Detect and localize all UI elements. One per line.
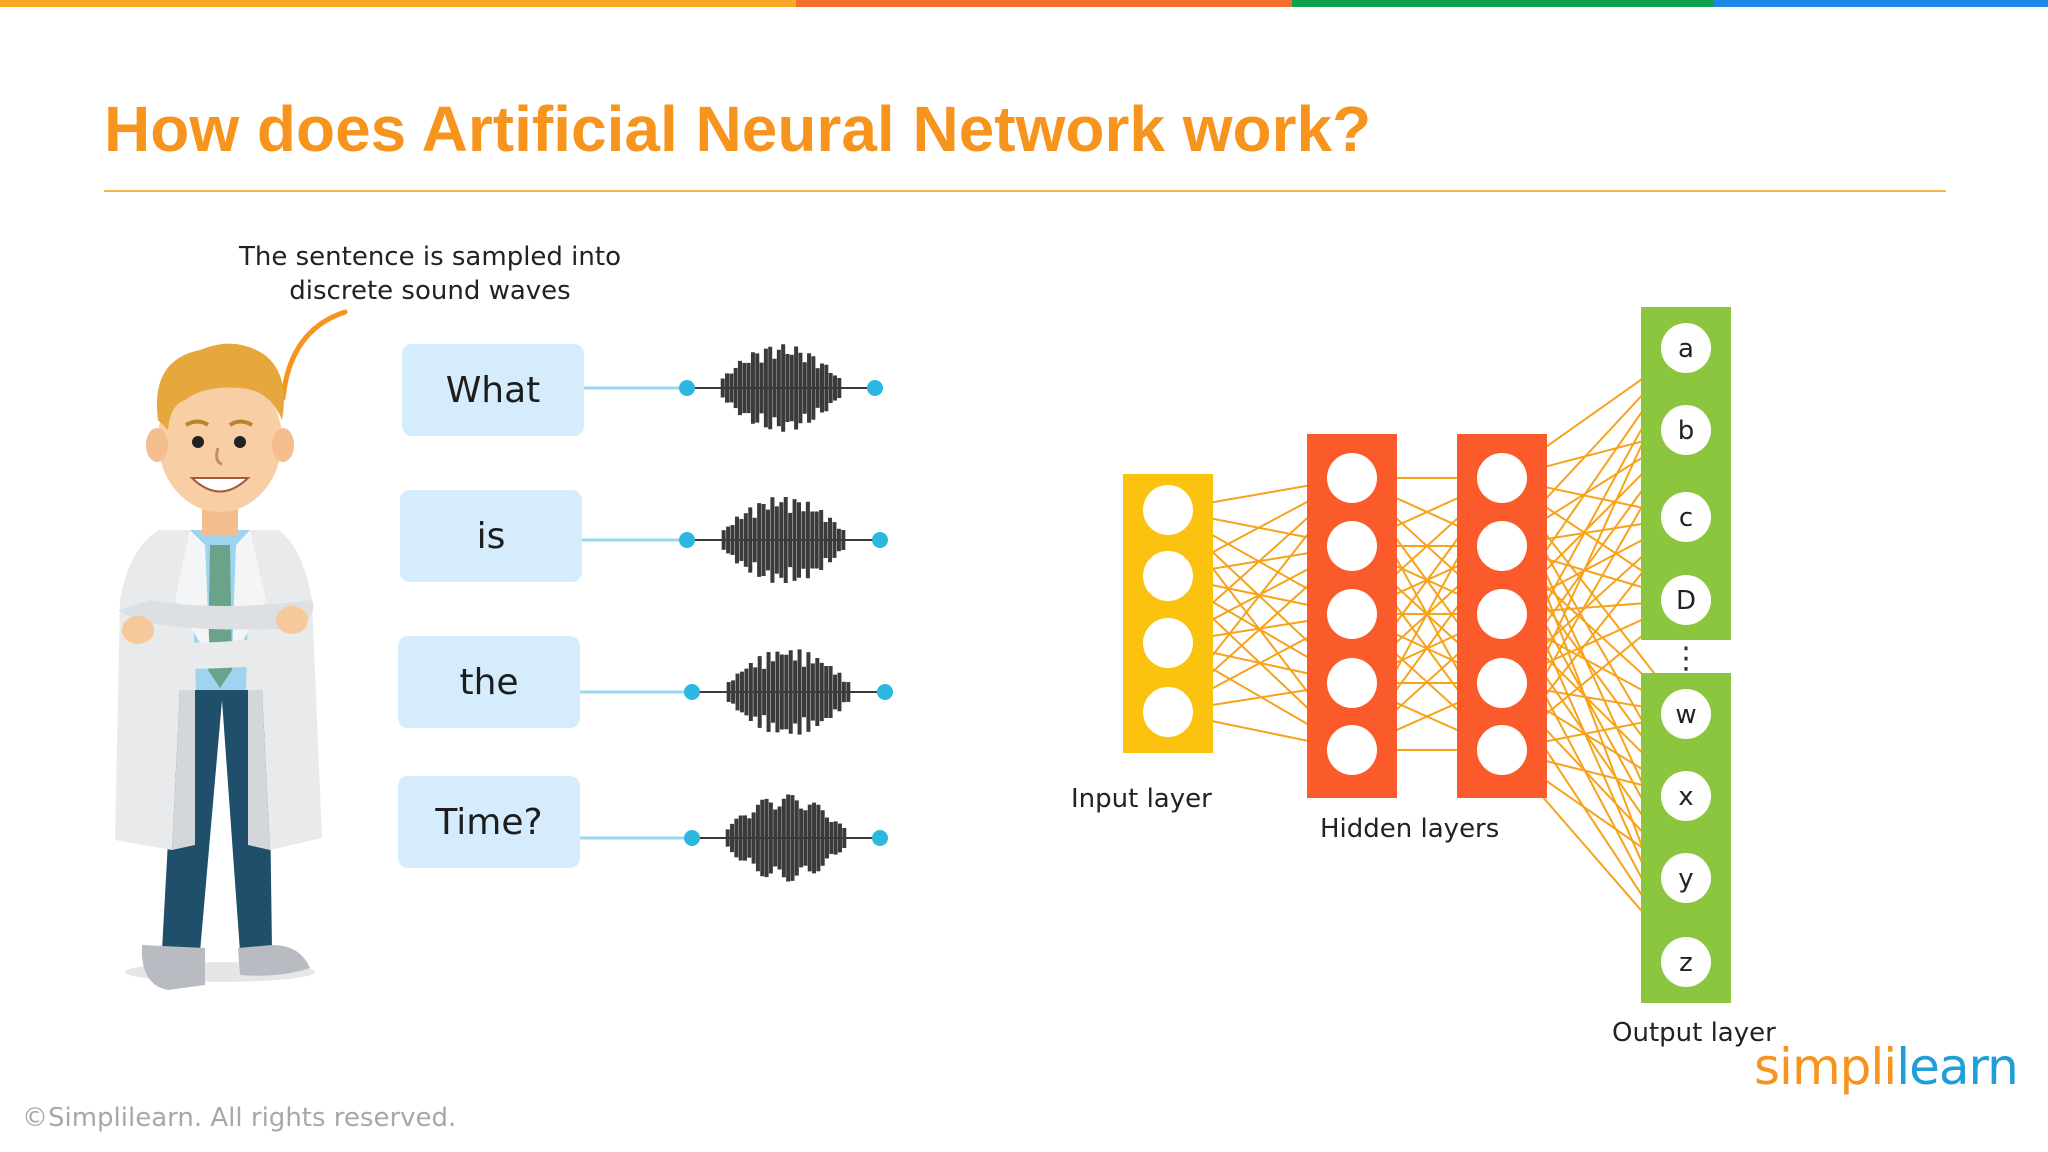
waveform-end-dot xyxy=(867,380,883,396)
output-node-label: x xyxy=(1678,782,1693,812)
logo-part-i: i xyxy=(1883,1038,1897,1096)
word-box-time: Time? xyxy=(398,776,580,868)
hidden-1-node xyxy=(1327,725,1377,775)
top-bar-segment-green xyxy=(1292,0,1714,7)
copyright-notice: ©Simplilearn. All rights reserved. xyxy=(22,1103,457,1133)
doctor-illustration xyxy=(115,343,322,990)
output-node-label: a xyxy=(1678,334,1694,364)
top-bar-segment-orange xyxy=(0,0,796,7)
top-bar-segment-red xyxy=(796,0,1292,7)
word-box-the: the xyxy=(398,636,580,728)
logo-part-simpl: simpl xyxy=(1754,1038,1884,1096)
waveform-start-dot xyxy=(679,532,695,548)
logo-part-learn: learn xyxy=(1896,1038,2019,1096)
output-node-label: D xyxy=(1676,586,1696,616)
hidden-2-node xyxy=(1477,521,1527,571)
top-color-bar xyxy=(0,0,2048,7)
output-node xyxy=(1661,323,1711,373)
waveform-end-dot xyxy=(872,830,888,846)
title-divider xyxy=(104,190,1946,192)
output-node xyxy=(1661,689,1711,739)
output-node xyxy=(1661,492,1711,542)
simplilearn-logo: simplilearn xyxy=(1754,1038,2019,1096)
hidden-1-node xyxy=(1327,453,1377,503)
word-box-what: What xyxy=(402,344,584,436)
output-node xyxy=(1661,405,1711,455)
slide-title: How does Artificial Neural Network work? xyxy=(104,93,1372,165)
waveform-end-dot xyxy=(872,532,888,548)
output-node-label: z xyxy=(1679,948,1693,978)
hidden-2-node xyxy=(1477,453,1527,503)
output-node xyxy=(1661,853,1711,903)
word-box-is: is xyxy=(400,490,582,582)
output-ellipsis: ⋮ xyxy=(1671,641,1701,676)
hidden-1-node xyxy=(1327,658,1377,708)
output-node xyxy=(1661,937,1711,987)
waveform-end-dot xyxy=(877,684,893,700)
input-node xyxy=(1143,485,1193,535)
output-node-label: c xyxy=(1679,503,1693,533)
speech-caption: The sentence is sampled into discrete so… xyxy=(238,242,621,306)
hidden-1-node xyxy=(1327,589,1377,639)
hidden-1-node xyxy=(1327,521,1377,571)
hidden-layers-label: Hidden layers xyxy=(1320,814,1500,844)
hidden-2-node xyxy=(1477,725,1527,775)
output-node-label: b xyxy=(1678,416,1695,446)
output-node-label: w xyxy=(1675,700,1696,730)
output-node-label: y xyxy=(1678,864,1693,894)
hidden-2-node xyxy=(1477,658,1527,708)
waveform-start-dot xyxy=(684,684,700,700)
output-node xyxy=(1661,771,1711,821)
hidden-2-node xyxy=(1477,589,1527,639)
input-node xyxy=(1143,551,1193,601)
waveform-start-dot xyxy=(679,380,695,396)
input-node xyxy=(1143,618,1193,668)
output-node xyxy=(1661,575,1711,625)
input-layer-label: Input layer xyxy=(1071,784,1212,814)
input-node xyxy=(1143,687,1193,737)
speech-curve xyxy=(280,309,348,401)
top-bar-segment-blue xyxy=(1714,0,2048,7)
waveform-start-dot xyxy=(684,830,700,846)
output-layer-label: Output layer xyxy=(1612,1018,1776,1048)
